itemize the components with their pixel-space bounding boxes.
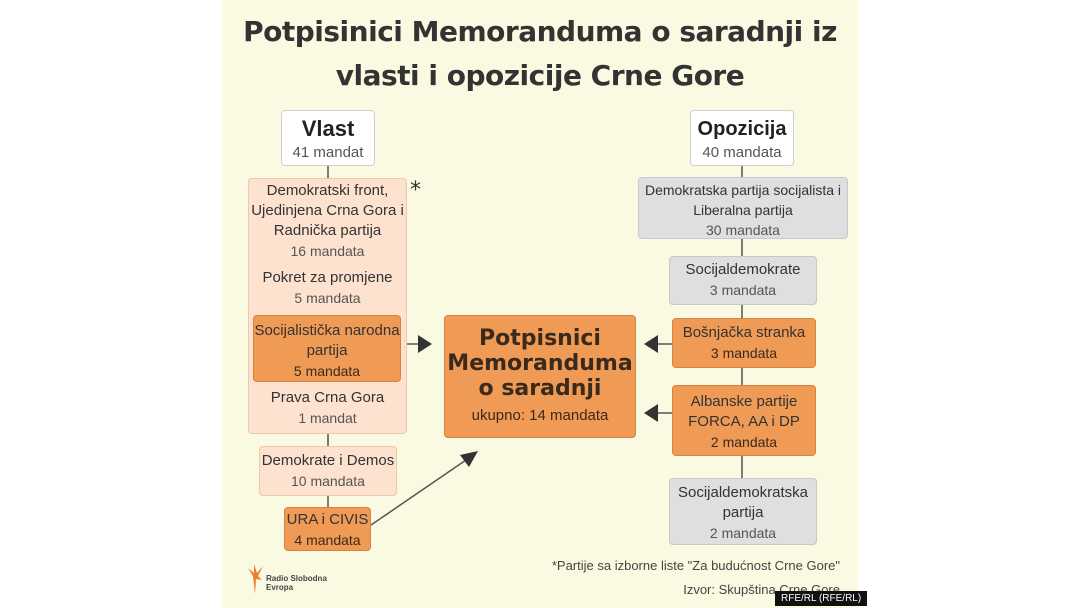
party-bs: Bošnjačka stranka 3 mandata: [672, 318, 816, 368]
page-title: Potpisinici Memoranduma o saradnji iz vl…: [222, 10, 858, 98]
party-dps-lp: Demokratska partija socijalista i Libera…: [638, 177, 848, 239]
opozicija-header: Opozicija 40 mandata: [690, 110, 794, 166]
party-seats: 16 mandata: [290, 243, 365, 259]
party-name: Demokratska partija socijalista i Libera…: [644, 182, 842, 218]
party-seats: 4 mandata: [294, 532, 361, 548]
arrow-bs-head: [644, 335, 658, 353]
footnote-text: *Partije sa izborne liste "Za budućnost …: [551, 558, 840, 573]
party-seats: 3 mandata: [710, 345, 778, 361]
party-ura-civis: URA i CIVIS 4 mandata: [284, 507, 371, 551]
arrow-ura-head: [460, 451, 478, 467]
party-name: Socijaldemokrate: [685, 261, 801, 278]
party-seats: 3 mandata: [709, 282, 777, 298]
center-total: ukupno: 14 mandata: [471, 407, 609, 424]
footnote-mark: *: [410, 178, 421, 203]
party-pzp: Pokret za promjene 5 mandata: [250, 268, 405, 310]
vlast-group: [248, 178, 407, 434]
party-sd: Socijaldemokrate 3 mandata: [669, 256, 817, 305]
logo-line1: Radio Slobodna: [266, 574, 327, 583]
opozicija-seats: 40 mandata: [702, 144, 782, 161]
party-seats: 5 mandata: [294, 290, 361, 306]
party-name: URA i CIVIS: [286, 511, 369, 528]
party-sdp: Socijaldemokratska partija 2 mandata: [669, 478, 817, 545]
arrow-albanske-head: [644, 404, 658, 422]
center-memorandum-box: Potpisnici Memoranduma o saradnji ukupno…: [444, 315, 636, 438]
party-seats: 1 mandat: [298, 410, 357, 426]
party-seats: 2 mandata: [709, 525, 777, 541]
logo-line2: Evropa: [266, 583, 294, 592]
party-seats: 30 mandata: [706, 222, 780, 238]
party-demokrate: Demokrate i Demos 10 mandata: [259, 446, 397, 496]
party-name: Albanske partije FORCA, AA i DP: [688, 393, 800, 430]
center-title: Potpisnici Memoranduma o saradnji: [447, 326, 633, 401]
party-name: Demokratski front, Ujedinjena Crna Gora …: [251, 182, 404, 239]
arrow-ura-line: [370, 459, 467, 526]
vlast-seats: 41 mandat: [292, 144, 364, 161]
party-seats: 10 mandata: [291, 473, 365, 489]
vlast-title: Vlast: [301, 116, 355, 141]
party-name: Socijalistička narodna partija: [254, 322, 400, 359]
party-albanske: Albanske partije FORCA, AA i DP 2 mandat…: [672, 385, 816, 456]
party-snp: Socijalistička narodna partija 5 mandata: [253, 315, 401, 382]
title-text: Potpisinici Memoranduma o saradnji iz vl…: [243, 15, 837, 92]
party-name: Prava Crna Gora: [270, 389, 385, 406]
party-pcg: Prava Crna Gora 1 mandat: [250, 388, 405, 430]
vlast-header: Vlast 41 mandat: [281, 110, 375, 166]
party-seats: 5 mandata: [293, 363, 361, 379]
credit-badge: RFE/RL (RFE/RL): [775, 591, 868, 606]
logo-text: Radio Slobodna Evropa: [266, 574, 327, 592]
party-name: Bošnjačka stranka: [682, 324, 806, 341]
rse-logo-icon: [248, 564, 263, 594]
arrow-snp-head: [418, 335, 432, 353]
party-name: Socijaldemokratska partija: [677, 484, 809, 521]
party-name: Demokrate i Demos: [261, 452, 395, 469]
party-name: Pokret za promjene: [262, 269, 393, 286]
party-df-urg-rp: Demokratski front, Ujedinjena Crna Gora …: [250, 181, 405, 259]
party-seats: 2 mandata: [710, 434, 778, 450]
opozicija-title: Opozicija: [697, 118, 787, 140]
